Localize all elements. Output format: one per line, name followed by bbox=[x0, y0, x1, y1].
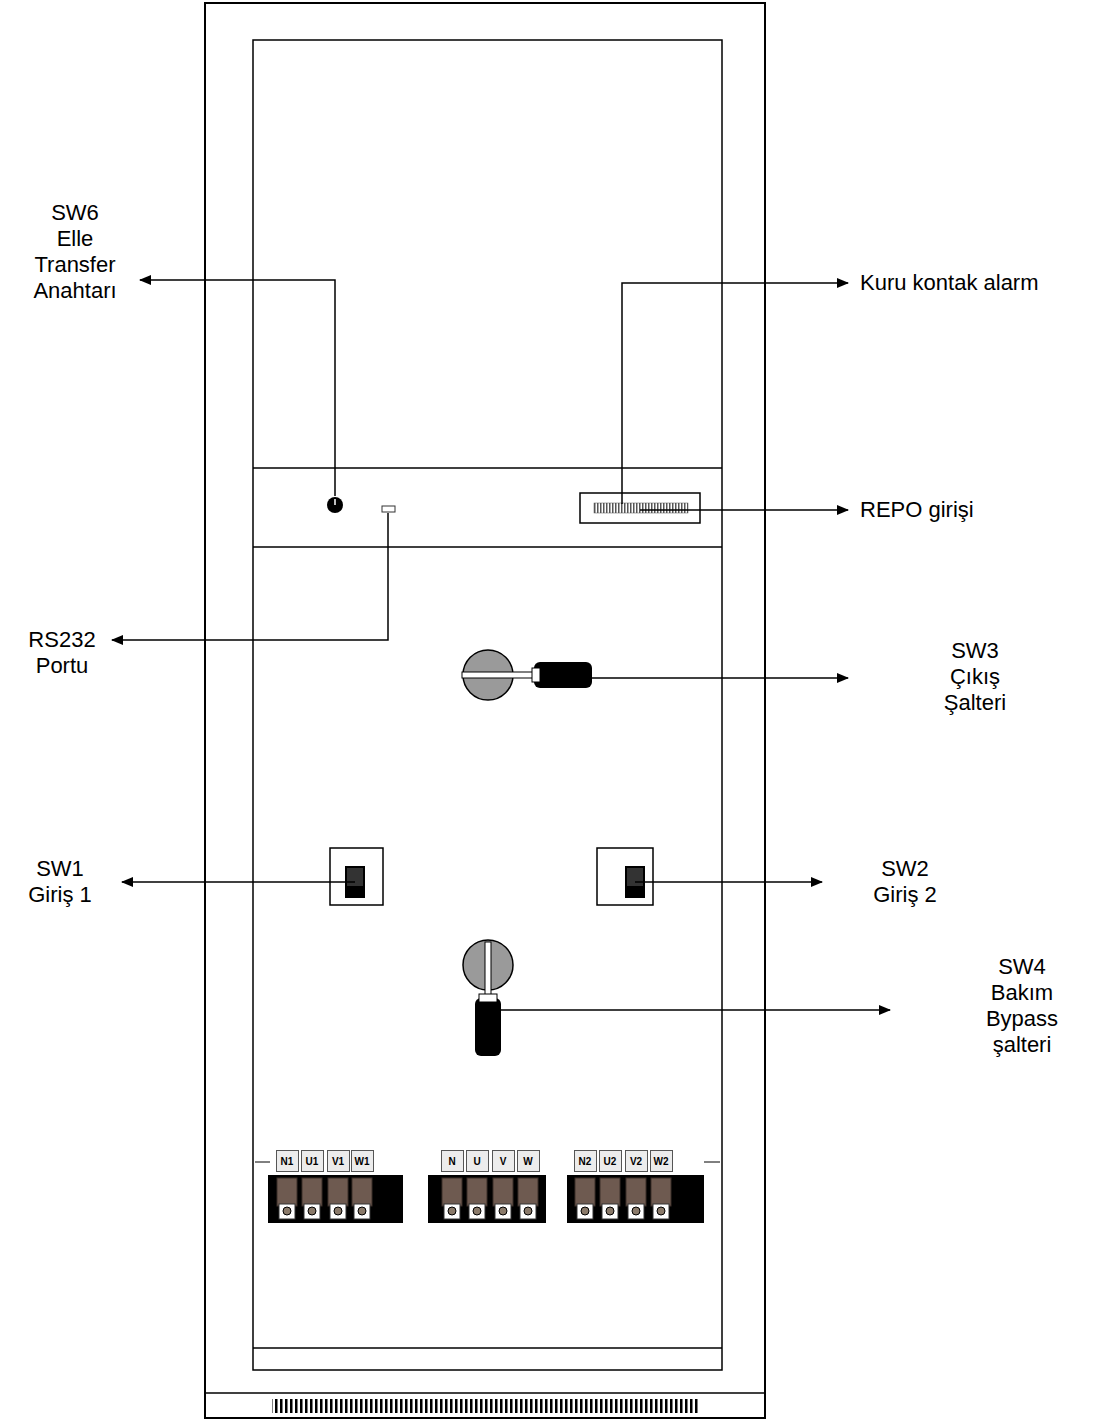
terminal-clamp bbox=[577, 1204, 593, 1219]
callout-text: SW3 Çıkış Şalteri bbox=[944, 638, 1006, 716]
rs232-port bbox=[382, 506, 395, 512]
terminal-clamp bbox=[628, 1204, 644, 1219]
terminal-screw bbox=[657, 1207, 665, 1215]
callout-number: SW1 bbox=[36, 856, 84, 882]
terminal-label: V bbox=[492, 1150, 515, 1172]
terminal-label: N bbox=[441, 1150, 464, 1172]
terminal-label: N1 bbox=[276, 1150, 299, 1172]
callout-text: Giriş 1 bbox=[28, 882, 92, 908]
terminal-label: V1 bbox=[327, 1150, 350, 1172]
input2-breaker bbox=[597, 848, 653, 905]
terminal-name: V1 bbox=[332, 1156, 344, 1167]
cabinet-outline bbox=[205, 3, 765, 1418]
terminal-screw bbox=[334, 1207, 342, 1215]
terminal-name: N1 bbox=[281, 1156, 294, 1167]
terminal-body bbox=[518, 1178, 538, 1206]
front-panel bbox=[253, 40, 722, 1370]
terminal-name: W2 bbox=[654, 1156, 669, 1167]
terminal-body bbox=[302, 1178, 322, 1206]
terminal-name: N bbox=[448, 1156, 455, 1167]
terminal-screw bbox=[581, 1207, 589, 1215]
terminal-screw bbox=[499, 1207, 507, 1215]
repo-terminal-box bbox=[580, 493, 700, 523]
terminal-clamp bbox=[602, 1204, 618, 1219]
terminal-clamp bbox=[354, 1204, 370, 1219]
terminal-clamp bbox=[520, 1204, 536, 1219]
terminal-label: W2 bbox=[650, 1150, 673, 1172]
terminal-name: U2 bbox=[604, 1156, 617, 1167]
vent-grille bbox=[272, 1399, 700, 1413]
manual-transfer-knob bbox=[327, 497, 343, 513]
callout-text: SW4 Bakım Bypass şalteri bbox=[986, 954, 1058, 1058]
terminal-body bbox=[467, 1178, 487, 1206]
terminal-name: N2 bbox=[579, 1156, 592, 1167]
terminal-name: V2 bbox=[630, 1156, 642, 1167]
terminal-clamp bbox=[330, 1204, 346, 1219]
terminal-clamp bbox=[304, 1204, 320, 1219]
input1-breaker bbox=[330, 848, 383, 905]
terminal-body bbox=[277, 1178, 297, 1206]
terminal-body bbox=[575, 1178, 595, 1206]
terminal-body bbox=[328, 1178, 348, 1206]
terminal-label: U2 bbox=[599, 1150, 622, 1172]
terminal-name: V bbox=[500, 1156, 507, 1167]
terminal-name: W1 bbox=[355, 1156, 370, 1167]
terminal-screw bbox=[524, 1207, 532, 1215]
terminal-label: V2 bbox=[625, 1150, 648, 1172]
terminal-screw bbox=[283, 1207, 291, 1215]
callout-text: REPO girişi bbox=[860, 497, 974, 523]
terminal-body bbox=[626, 1178, 646, 1206]
terminal-label: U bbox=[466, 1150, 489, 1172]
callout-text: Giriş 2 bbox=[873, 882, 937, 908]
terminal-body bbox=[651, 1178, 671, 1206]
terminal-screw bbox=[632, 1207, 640, 1215]
terminal-blocks bbox=[277, 1178, 671, 1219]
callout-text: SW6 Elle Transfer Anahtarı bbox=[33, 200, 116, 304]
terminal-name: W bbox=[523, 1156, 532, 1167]
terminal-screw bbox=[308, 1207, 316, 1215]
terminal-clamp bbox=[495, 1204, 511, 1219]
terminal-label: W1 bbox=[351, 1150, 374, 1172]
terminal-name: U bbox=[473, 1156, 480, 1167]
callout-text: Kuru kontak alarm bbox=[860, 270, 1039, 296]
terminal-body bbox=[493, 1178, 513, 1206]
terminal-clamp bbox=[469, 1204, 485, 1219]
callout-text: RS232 Portu bbox=[28, 627, 95, 679]
terminal-clamp bbox=[279, 1204, 295, 1219]
terminal-body bbox=[600, 1178, 620, 1206]
terminal-screw bbox=[606, 1207, 614, 1215]
terminal-screw bbox=[448, 1207, 456, 1215]
terminal-body bbox=[442, 1178, 462, 1206]
terminal-screw bbox=[473, 1207, 481, 1215]
callout-number: SW2 bbox=[881, 856, 929, 882]
terminal-clamp bbox=[653, 1204, 669, 1219]
terminal-body bbox=[352, 1178, 372, 1206]
terminal-screw bbox=[358, 1207, 366, 1215]
terminal-clamp bbox=[444, 1204, 460, 1219]
terminal-label: W bbox=[517, 1150, 540, 1172]
terminal-label: N2 bbox=[574, 1150, 597, 1172]
terminal-name: U1 bbox=[306, 1156, 319, 1167]
terminal-label: U1 bbox=[301, 1150, 324, 1172]
